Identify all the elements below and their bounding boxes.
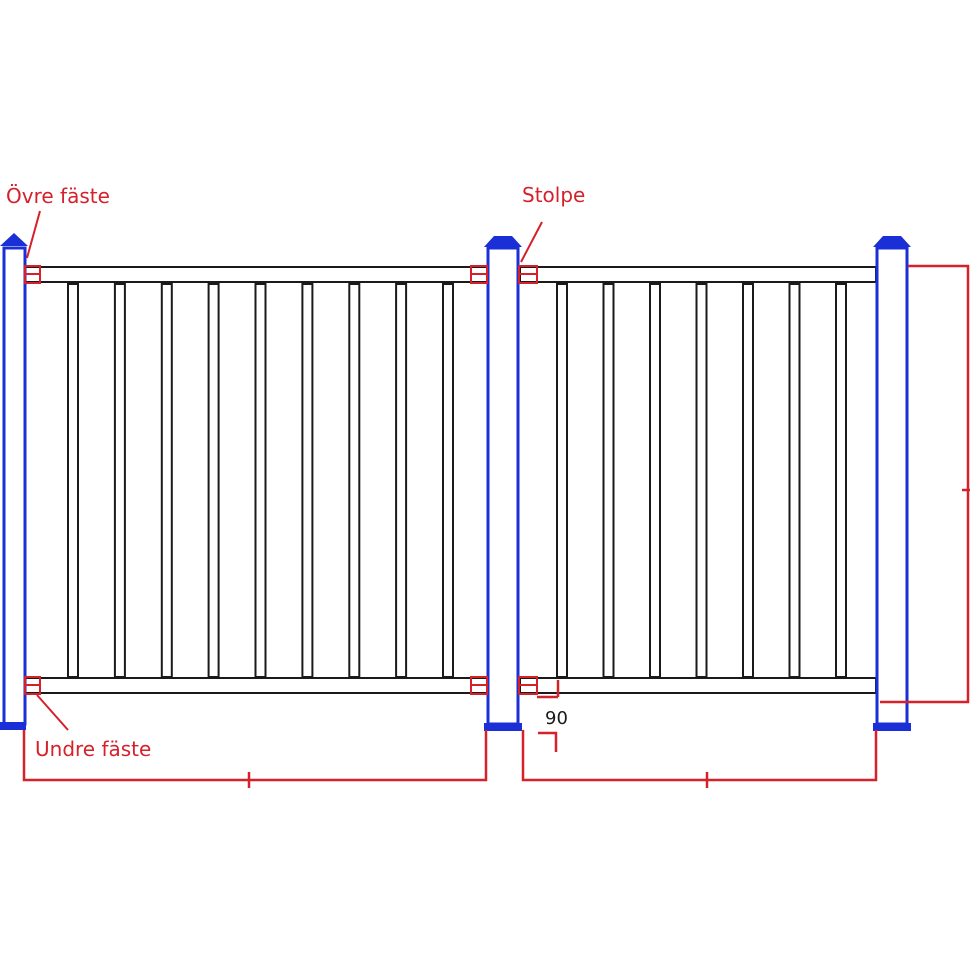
post-left-base [0, 722, 26, 730]
bracket-top-left [24, 265, 41, 284]
left-baluster [160, 283, 173, 678]
left-baluster [207, 283, 220, 678]
right-baluster [649, 283, 661, 678]
bracket-bottom-mid-right [518, 676, 538, 695]
gap-dimension-leader [538, 731, 558, 752]
left-baluster [348, 283, 361, 678]
post-middle [484, 236, 522, 731]
post-middle-base [484, 723, 522, 731]
bracket-bottom-mid-left [470, 676, 488, 695]
right-baluster [695, 283, 708, 678]
bracket-top-mid-left [470, 265, 488, 284]
right-width-dimension [521, 730, 878, 782]
lower-bracket-leader [36, 694, 69, 731]
right-baluster [742, 283, 754, 678]
post-right-base [873, 723, 911, 731]
post-left [0, 233, 28, 730]
post-middle-shaft [486, 246, 520, 726]
upper-bracket-label: Övre fäste [6, 184, 110, 208]
left-baluster [113, 283, 126, 678]
post-right-shaft [875, 246, 909, 726]
post-right [873, 236, 911, 731]
post-middle-cap [484, 236, 522, 247]
gap-dimension-label: 90 [545, 708, 568, 729]
left-baluster [442, 283, 454, 678]
left-bottom-rail [24, 677, 488, 694]
right-baluster [788, 283, 801, 678]
left-top-rail [24, 266, 488, 283]
left-balusters [67, 283, 454, 678]
upper-bracket-leader [26, 210, 41, 259]
right-baluster [602, 283, 615, 678]
leader-lines [26, 210, 543, 731]
post-left-cap [0, 233, 28, 246]
lower-bracket-label: Undre fäste [35, 737, 151, 761]
left-baluster [395, 283, 408, 678]
right-bottom-rail [519, 677, 877, 694]
bracket-top-mid-right [518, 265, 538, 284]
left-width-dimension [22, 730, 488, 782]
right-top-rail [519, 266, 877, 283]
post-label: Stolpe [522, 183, 585, 207]
post-left-shaft [2, 246, 27, 726]
left-baluster [301, 283, 314, 678]
right-baluster [556, 283, 568, 678]
dimension-lines [22, 264, 970, 788]
height-dimension [880, 264, 970, 704]
right-baluster [835, 283, 847, 678]
post-leader [520, 221, 543, 263]
left-baluster [67, 283, 79, 678]
bracket-bottom-left [24, 676, 41, 695]
left-baluster [254, 283, 267, 678]
right-balusters [556, 283, 847, 678]
post-right-cap [873, 236, 911, 247]
brackets [24, 265, 538, 695]
